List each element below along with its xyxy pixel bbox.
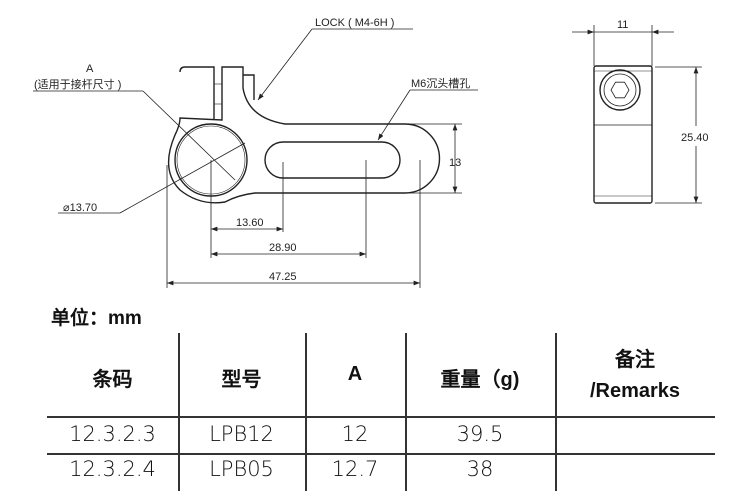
table-divider bbox=[47, 453, 715, 455]
diameter-label: ⌀13.70 bbox=[63, 202, 97, 214]
table-divider bbox=[47, 416, 715, 418]
dimensions bbox=[33, 28, 478, 288]
a-note: (适用于接杆尺寸 ) bbox=[34, 77, 121, 91]
slot-label: M6沉头槽孔 bbox=[411, 77, 470, 90]
side-view bbox=[572, 25, 702, 204]
model-cell: LPB12 bbox=[209, 422, 274, 446]
table-divider bbox=[405, 333, 407, 491]
table-divider bbox=[305, 333, 307, 491]
weight-cell: 38 bbox=[466, 457, 494, 481]
a-cell: 12 bbox=[341, 422, 369, 446]
header-weight: 重量（g) bbox=[440, 369, 520, 391]
barcode-cell: 12.3.2.3 bbox=[69, 422, 156, 446]
a-cell: 12.7 bbox=[331, 457, 379, 481]
a-label: A bbox=[86, 63, 94, 75]
barcode-cell: 12.3.2.4 bbox=[69, 457, 156, 481]
dim-25-40: 25.40 bbox=[681, 132, 709, 144]
drawing-labels: LOCK ( M4-6H ) A (适用于接杆尺寸 ) ⌀13.70 M6沉头槽… bbox=[34, 17, 709, 283]
dim-28-90: 28.90 bbox=[269, 242, 297, 254]
header-barcode: 条码 bbox=[92, 369, 133, 391]
model-cell: LPB05 bbox=[209, 457, 274, 481]
technical-drawing: LOCK ( M4-6H ) A (适用于接杆尺寸 ) ⌀13.70 M6沉头槽… bbox=[33, 17, 709, 288]
weight-cell: 39.5 bbox=[456, 422, 504, 446]
header-model: 型号 bbox=[221, 369, 262, 391]
unit-label: 单位：mm bbox=[51, 308, 142, 329]
dim-13: 13 bbox=[449, 157, 461, 169]
header-a: A bbox=[347, 363, 363, 385]
dim-47-25: 47.25 bbox=[269, 271, 297, 283]
dim-13-60: 13.60 bbox=[236, 217, 264, 229]
header-remarks-en: /Remarks bbox=[589, 380, 681, 402]
slot-hole bbox=[264, 141, 401, 179]
header-remarks-cn: 备注 bbox=[615, 349, 655, 371]
dim-11: 11 bbox=[617, 19, 628, 31]
front-view bbox=[167, 66, 441, 204]
table-divider bbox=[555, 333, 557, 491]
lock-label: LOCK ( M4-6H ) bbox=[315, 17, 394, 29]
hex-socket-icon bbox=[610, 81, 630, 99]
table-divider bbox=[178, 333, 180, 491]
